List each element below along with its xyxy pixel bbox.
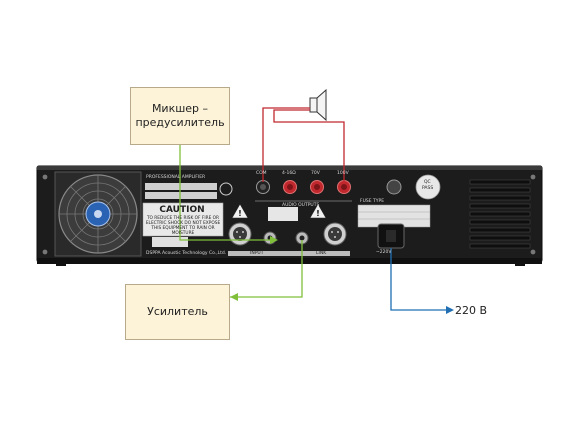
qc-label: QC [424, 180, 431, 185]
mixer-preamp-callout: Микшер – предусилитель [130, 87, 230, 145]
vent-slots [470, 180, 530, 248]
fuse-holder-icon [387, 180, 401, 194]
input-link-label-strip [228, 251, 350, 256]
warning-label [268, 207, 298, 221]
svg-text:!: ! [238, 209, 242, 218]
model-label: PROFESSIONAL AMPLIFIER [146, 175, 205, 180]
arrow-icon [230, 293, 238, 301]
pass-label: PASS [422, 186, 433, 191]
audio-outputs-label: AUDIO OUTPUTS [282, 203, 319, 208]
terminal-com-label: COM [256, 171, 267, 176]
amplifier-label: Усилитель [147, 305, 208, 319]
arrow-icon [446, 306, 454, 314]
terminal-100v-label: 100V [337, 171, 349, 176]
binding-post-icon [311, 181, 324, 194]
mixer-preamp-label: Микшер – предусилитель [131, 102, 229, 130]
xlr-connector-icon [324, 223, 346, 245]
xlr-connector-icon [229, 223, 251, 245]
binding-post-icon [284, 181, 297, 194]
svg-text:!: ! [316, 209, 320, 218]
caution-text: TO REDUCE THE RISK OF FIRE OR ELECTRIC S… [145, 216, 221, 236]
caution-title: CAUTION [152, 205, 212, 215]
power-label: ~220V [376, 250, 391, 255]
speaker-icon [310, 90, 326, 120]
mains-voltage-label: 220 В [455, 302, 495, 318]
power-cord-icon [378, 224, 404, 248]
binding-post-icon [257, 181, 270, 194]
fuse-label: FUSE TYPE [360, 199, 384, 204]
amplifier-callout: Усилитель [125, 284, 230, 340]
barcode-sticker [152, 237, 188, 247]
terminal-4-16-label: 4-16Ω [282, 171, 296, 176]
link-label: LINK [316, 251, 326, 256]
rating-sticker [145, 192, 217, 199]
binding-post-icon [338, 181, 351, 194]
fan-icon [55, 172, 141, 256]
terminal-70v-label: 70V [311, 171, 320, 176]
input-label: INPUT [250, 251, 263, 256]
serial-sticker [145, 183, 217, 190]
manufacturer-label: DSPPA Acoustic Technology Co.,Ltd. [146, 251, 226, 256]
